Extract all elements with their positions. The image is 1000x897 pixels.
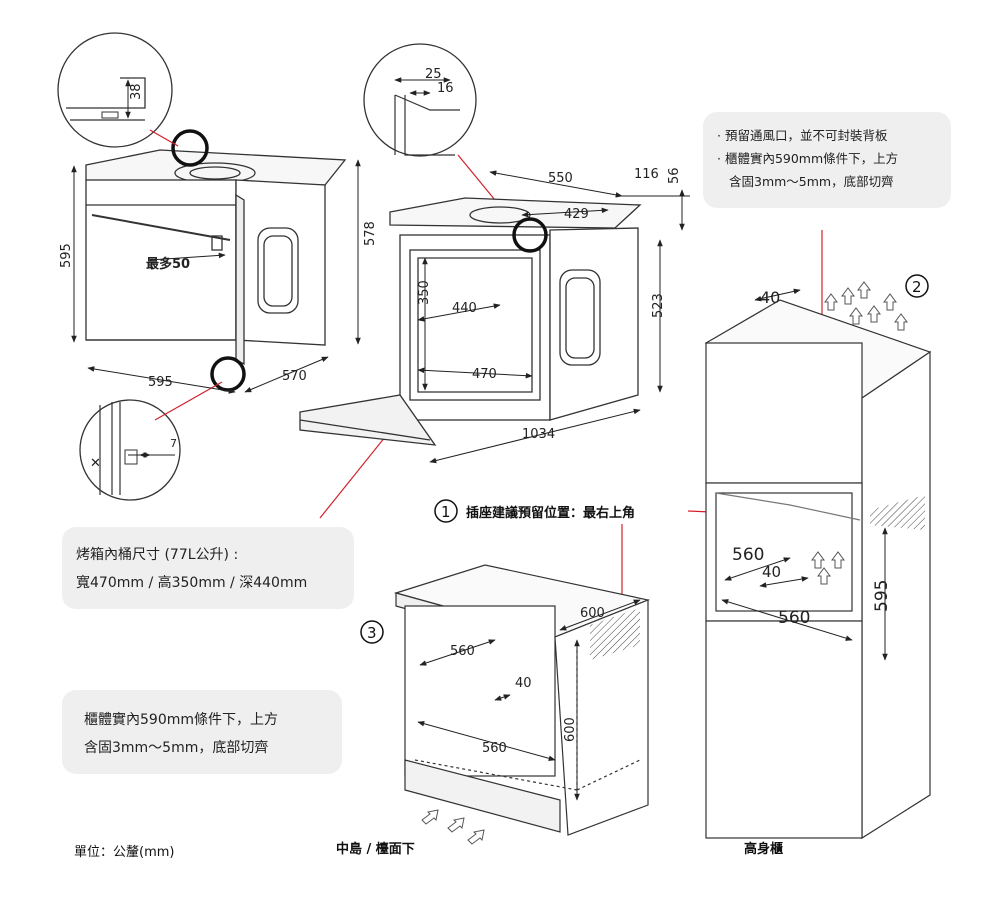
dim-116: 116: [634, 167, 659, 182]
island-cabinet: [393, 564, 651, 836]
oven-front-view: [85, 149, 347, 366]
note-cavity-size: 烤箱內桶尺寸 (77L公升) : 寬470mm / 高350mm / 深440m…: [62, 527, 354, 609]
dim-440: 440: [452, 301, 477, 316]
tall-cabinet-dimensions: [721, 288, 888, 661]
note-cabinet-line-1: 櫃體實內590mm條件下，上方: [84, 712, 278, 728]
marker-3: 3: [367, 624, 377, 642]
island-dimensions: [417, 599, 641, 801]
dim-7: 7: [170, 437, 177, 450]
oven-open-dimensions: [417, 170, 690, 464]
island-label: 中島 / 檯面下: [336, 842, 415, 857]
dim-38: 38: [129, 83, 144, 100]
note-cabinet-line-2: 含固3mm～5mm，底部切齊: [84, 740, 269, 756]
detail-top-marker: [171, 129, 209, 167]
dim-40-island: 40: [515, 676, 532, 691]
dim-560-island: 560: [450, 644, 475, 659]
dim-16: 16: [437, 81, 454, 96]
oven-front-dimensions: [71, 159, 361, 394]
note-ventilation-line-3: 含固3mm～5mm，底部切齊: [729, 174, 894, 189]
detail-bottom-zoom: ✕: [79, 399, 181, 501]
dim-470: 470: [472, 367, 497, 382]
unit-label: 單位：公釐(mm): [74, 845, 175, 860]
note-ventilation: · 預留通風口，並不可封裝背板 · 櫃體實內590mm條件下，上方 含固3mm～…: [703, 112, 951, 208]
dim-40-top: 40: [760, 288, 780, 307]
note-ventilation-line-1: · 預留通風口，並不可封裝背板: [717, 128, 888, 143]
detail-vent-zoom: [363, 43, 477, 157]
dim-560-island-bottom: 560: [482, 741, 507, 756]
note-cavity-line-2: 寬470mm / 高350mm / 深440mm: [76, 575, 308, 591]
detail-top-zoom: [57, 32, 173, 148]
dim-56: 56: [667, 167, 682, 184]
dim-595-width: 595: [148, 375, 173, 390]
tall-cabinet: [704, 299, 932, 840]
dim-550: 550: [548, 171, 573, 186]
dim-523: 523: [651, 293, 666, 318]
dim-350: 350: [417, 280, 432, 305]
tall-cabinet-label: 高身櫃: [744, 842, 784, 857]
marker-2: 2: [912, 278, 922, 296]
dimension-labels: 38 25 16 550 116 56 429 595 578 595 570 …: [59, 67, 892, 756]
dim-595-height: 595: [59, 243, 74, 268]
step-markers: 1 2 3: [360, 274, 929, 644]
dim-40-mid: 40: [762, 563, 781, 581]
dim-1034: 1034: [522, 427, 555, 442]
dim-560-tall: 560: [732, 545, 764, 565]
detail-vent-marker: [512, 217, 548, 253]
airflow-arrows-top: [811, 281, 908, 585]
dim-max50: 最多50: [146, 256, 190, 272]
dim-25: 25: [425, 67, 442, 82]
dim-600-island-w: 600: [580, 606, 605, 621]
socket-location-label: 插座建議預留位置：最右上角: [466, 506, 636, 521]
svg-text:✕: ✕: [90, 456, 101, 471]
oven-open-view: [299, 197, 642, 446]
dim-570: 570: [282, 369, 307, 384]
marker-1: 1: [441, 503, 451, 521]
note-cavity-line-1: 烤箱內桶尺寸 (77L公升) :: [76, 547, 239, 563]
dim-560-cab: 560: [778, 608, 810, 628]
note-cabinet-size: 櫃體實內590mm條件下，上方 含固3mm～5mm，底部切齊: [62, 690, 342, 774]
dim-578: 578: [363, 221, 378, 246]
dim-429: 429: [564, 207, 589, 222]
note-ventilation-line-2: · 櫃體實內590mm條件下，上方: [717, 151, 899, 166]
airflow-arrows-island: [421, 809, 485, 845]
dim-595-cab: 595: [872, 580, 892, 612]
dim-600-island-h: 600: [563, 717, 578, 742]
